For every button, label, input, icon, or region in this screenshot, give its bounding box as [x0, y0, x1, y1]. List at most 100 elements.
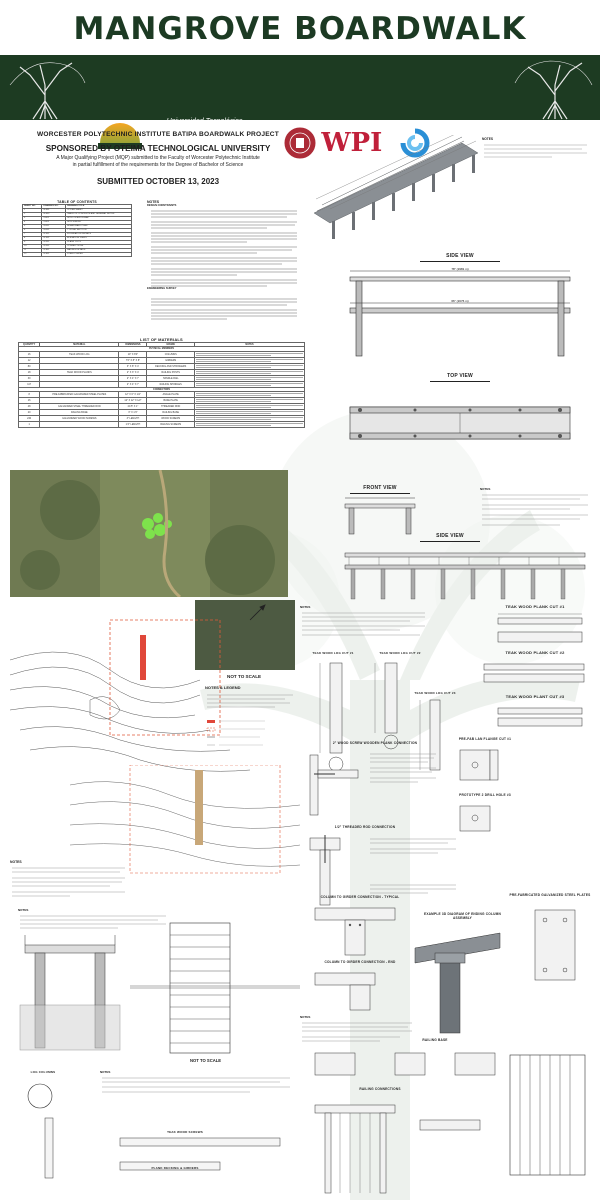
intro-block: WORCESTER POLYTECHNIC INSTITUTE BATIPA B…	[8, 130, 308, 188]
screw-notes-lines	[370, 753, 436, 783]
materials-header: QUANTITY	[17, 341, 41, 348]
general-notes-title: NOTES	[147, 200, 160, 204]
materials-cell	[39, 421, 120, 429]
section-notes-lines	[20, 915, 166, 929]
threaded-rod-connection-drawing	[309, 835, 341, 906]
batipa-logo-text: BATIPA	[98, 148, 142, 161]
intro-line1: WORCESTER POLYTECHNIC INSTITUTE BATIPA B…	[37, 131, 279, 138]
side-view-2-drawing	[344, 552, 586, 600]
railing-connections-title: RAILING CONNECTIONS	[359, 1087, 401, 1091]
typical-section-drawing	[19, 935, 121, 1051]
side-view-dim: 66" (1676 m)	[451, 299, 468, 303]
plank-cut-1-drawing	[497, 613, 583, 643]
general-notes: NOTES DESIGN CONSTRAINTS	[147, 200, 302, 337]
notes-legend: NOTES & LEGEND	[205, 685, 295, 765]
plank-cut-3-title: TEAK WOOD PLANT CUT #3	[505, 694, 565, 699]
materials-cell: 1.5" LENGTH	[118, 421, 148, 429]
toc-cell: 12	[21, 252, 43, 257]
materials-title: LIST OF MATERIALS	[140, 337, 183, 342]
log-columns-notes-lines	[102, 1077, 290, 1093]
col-girder-end-drawing	[314, 972, 376, 1011]
threaded-rod-connection-title: 1/2" THREADED ROD CONNECTION	[334, 825, 396, 829]
col-girder-typical-drawing	[314, 907, 396, 956]
wpi-seal-icon	[283, 126, 317, 160]
table-of-contents: TABLE OF CONTENTS SHEET NO. DRAWING NO. …	[21, 200, 132, 257]
notes-legend-title: NOTES & LEGEND	[205, 685, 241, 690]
screw-plank-notes	[368, 750, 438, 815]
design-constraints-heading: DESIGN CONSTRAINTS	[147, 204, 177, 207]
example-3d-column-drawing	[414, 932, 501, 1034]
log-cut-2-title: TEAK WOOD LOG CUT #2	[379, 651, 421, 655]
list-of-materials: LIST OF MATERIALS QUANTITY MATERIAL DIME…	[17, 337, 305, 429]
log-column-long-drawing	[44, 1117, 281, 1179]
front-view-notes-lines	[482, 494, 588, 526]
toc-cell: STEEL PLATES	[65, 252, 132, 257]
top-view-title: TOP VIEW	[447, 373, 473, 379]
screw-plank-connection-drawing	[309, 754, 359, 816]
log-cut-3-title: TEAK WOOD LOG CUT #3	[414, 691, 456, 695]
materials-section-row: PHYSICAL MEMBERS	[18, 346, 305, 352]
ciudad-swirl-icon	[400, 128, 430, 158]
render-notes-title: NOTES	[482, 137, 493, 141]
wpi-logo-text: WPI	[321, 128, 383, 158]
plank-cut-3-drawing	[497, 707, 583, 727]
drill-hole-1-drawing	[459, 749, 499, 781]
submitted-date: SUBMITTED OCTOBER 13, 2023	[96, 177, 220, 186]
screw-plank-connection-title: 2" WOOD SCREW WOODEN PLANK CONNECTION	[332, 741, 418, 745]
drill-hole-2-drawing	[459, 805, 491, 832]
front-view-drawing	[344, 497, 416, 535]
topographic-survey-map	[10, 600, 295, 772]
oteima-logo-text: OTEIMA	[166, 123, 253, 148]
not-to-scale-label-2: NOT TO SCALE	[190, 1058, 222, 1063]
threaded-rod-notes-lines	[370, 838, 456, 894]
mangrove-tree-right-icon	[514, 60, 593, 120]
plank-cut-2-drawing	[483, 663, 585, 683]
log-columns-notes: NOTES	[100, 1070, 295, 1101]
log-columns-notes-title: NOTES	[100, 1070, 111, 1074]
materials-notes-cell	[194, 421, 305, 429]
poster-title: MANGROVE BOARDWALK PROJECT	[0, 0, 600, 105]
survey-notes-title: NOTES	[10, 860, 22, 864]
top-view-drawing	[349, 406, 571, 440]
plank-cut-notes-lines	[302, 612, 425, 636]
side-view-drawing: 78" (1981 m) 66" (1676 m)	[349, 267, 571, 357]
materials-header: NOTES	[194, 341, 305, 348]
log-cut-drawings	[319, 662, 441, 772]
materials-table: QUANTITY MATERIAL DIMENSIONS GRADE NOTES…	[17, 341, 305, 429]
section-notes-title: NOTES	[18, 908, 29, 912]
materials-section-label: PHYSICAL MEMBERS	[18, 346, 305, 352]
toc-title: TABLE OF CONTENTS	[57, 200, 97, 204]
batipa-sun-icon	[98, 123, 142, 149]
oteima-logo-top: Universidad Tecnológica	[166, 118, 243, 125]
log-columns-drawing	[27, 1083, 53, 1109]
plank-cut-2-title: TEAK WOOD PLANK CUT #2	[505, 650, 565, 655]
column-notes: NOTES	[300, 1015, 415, 1054]
materials-header: DIMENSIONS	[118, 341, 148, 348]
topographic-detail-map	[70, 765, 300, 874]
column-notes-title: NOTES	[300, 1015, 311, 1019]
railing-base-drawing	[314, 1052, 496, 1076]
column-notes-lines	[302, 1022, 412, 1042]
materials-cell: 1	[17, 421, 41, 429]
survey-notes: NOTES	[10, 860, 130, 907]
steel-plates-title: PRE-FABRICATED GALVANIZED STEEL PLATES	[509, 893, 591, 897]
notes-text-lines	[151, 210, 297, 320]
wpi-logo: WPI	[283, 118, 383, 168]
site-satellite-photo	[10, 470, 288, 597]
plank-cut-notes: NOTES	[300, 605, 430, 644]
materials-section-label: CONNECTORS	[18, 386, 305, 393]
batipa-logo: BATIPA FIELD STATION	[90, 118, 150, 168]
render-notes: NOTES	[482, 137, 592, 166]
steel-plates-drawing	[534, 909, 576, 981]
log-columns-title: LOG COLUMNS	[30, 1070, 56, 1074]
front-view-notes: NOTES	[480, 487, 590, 536]
railing-elevation-drawing	[509, 1054, 586, 1176]
railing-base-title: RAILING BASE	[422, 1038, 448, 1042]
section-notes: NOTES	[18, 908, 168, 937]
side-view-2-title: SIDE VIEW	[436, 533, 464, 539]
legend-lines	[206, 694, 293, 746]
